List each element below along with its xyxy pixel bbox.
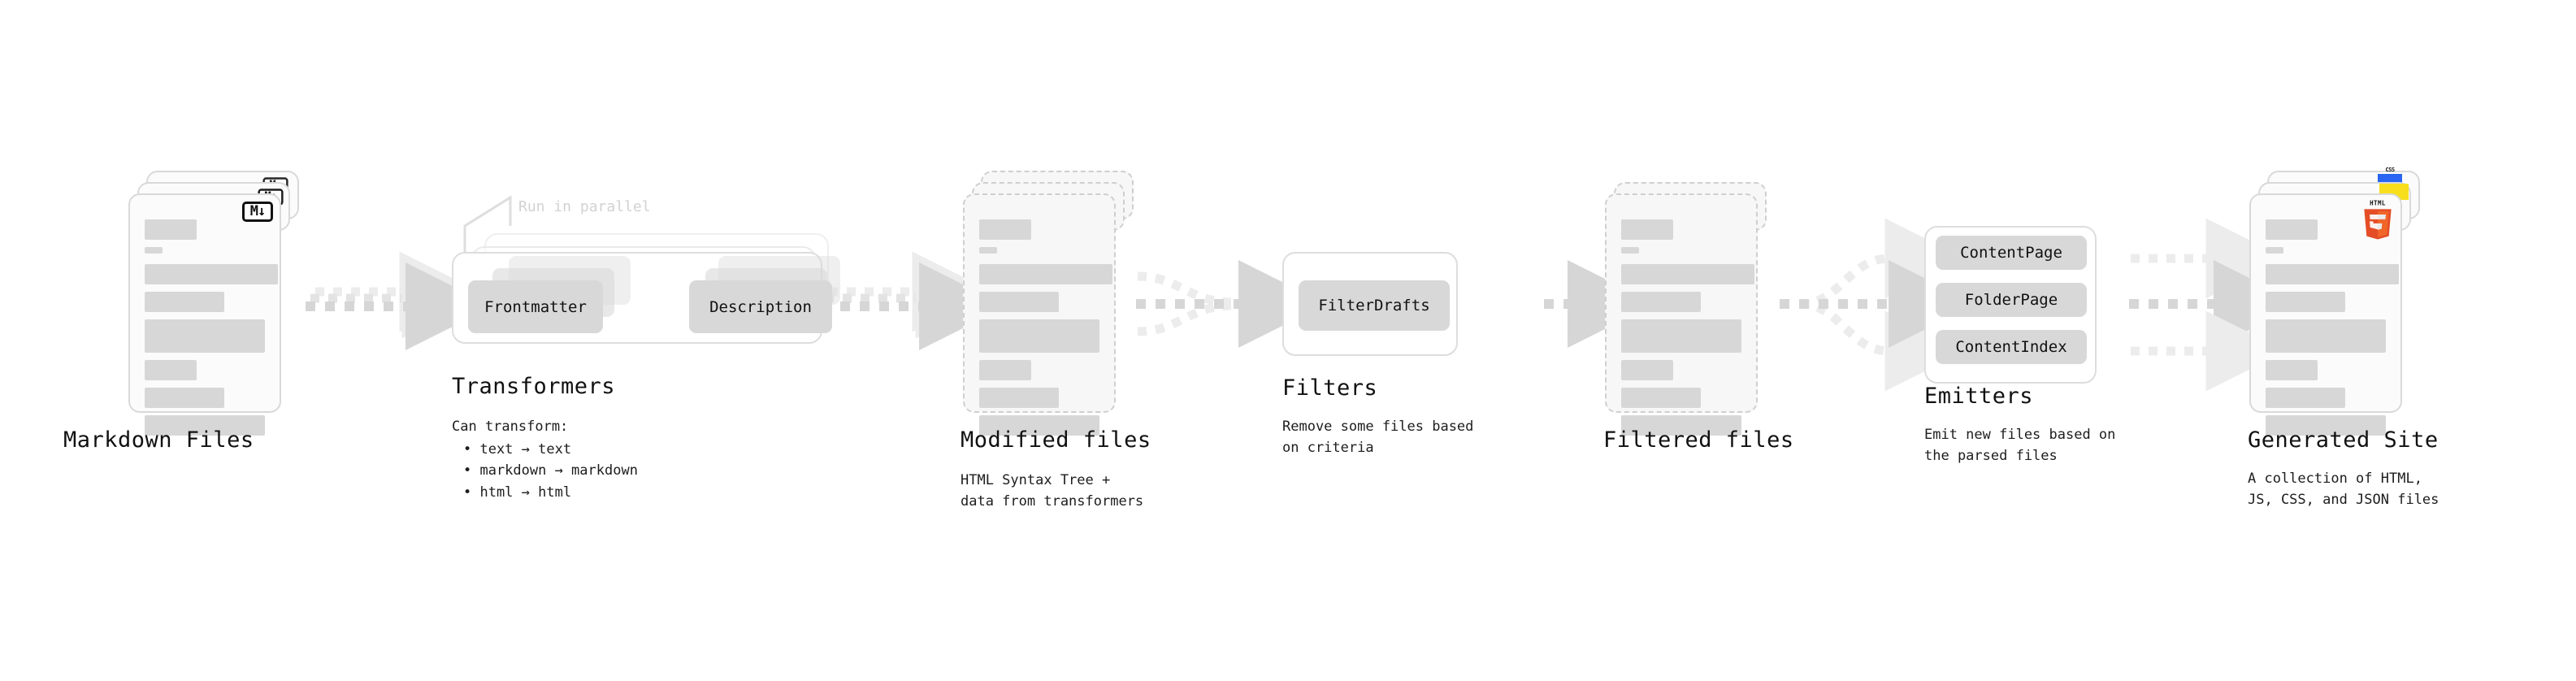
connector-markdown-to-transformers	[306, 251, 493, 350]
transformer-chip-description[interactable]: Description	[689, 280, 832, 333]
run-in-parallel-label: Run in parallel	[518, 198, 651, 215]
doc-placeholder-lines	[145, 219, 278, 443]
svg-text:HTML: HTML	[2370, 199, 2386, 206]
stage-modified-files: Modified files HTML Syntax Tree + data f…	[961, 171, 1151, 510]
markdown-icon: M↓	[242, 202, 273, 222]
stage-markdown-files: M↓ M↓ M↓ Markdown Files	[63, 171, 299, 453]
stage-title-filtered-files: Filtered files	[1603, 427, 1794, 453]
generated-file-front[interactable]: HTML	[2249, 193, 2402, 436]
connector-emitters-to-site	[2129, 218, 2301, 392]
doc-placeholder-lines	[979, 219, 1112, 443]
emitter-chip-folderpage[interactable]: FolderPage	[1936, 283, 2087, 317]
doc-placeholder-lines	[1621, 219, 1754, 443]
emitter-chip-contentpage[interactable]: ContentPage	[1936, 236, 2087, 270]
transformer-chip-frontmatter[interactable]: Frontmatter	[468, 280, 603, 333]
emitter-chip-contentindex[interactable]: ContentIndex	[1936, 330, 2087, 364]
generated-file-stack: CSS HTML	[2249, 167, 2420, 436]
stage-title-transformers: Transformers	[452, 374, 616, 399]
modified-file-stack	[963, 171, 1134, 436]
stage-title-generated-site: Generated Site	[2248, 427, 2439, 453]
filters-subtitle: Remove some files based on criteria	[1282, 419, 1474, 457]
connector-modified-to-filters	[1136, 260, 1326, 348]
list-item: • html → html	[463, 484, 572, 501]
css-icon: CSS	[2378, 167, 2402, 184]
emitters-subtitle: Emit new files based on the parsed files	[1924, 427, 2116, 465]
generated-site-subtitle: A collection of HTML, JS, CSS, and JSON …	[2248, 471, 2439, 509]
list-item: • markdown → markdown	[463, 462, 638, 479]
transformers-subtitle: Can transform:	[452, 419, 569, 435]
markdown-file-front[interactable]: M↓	[128, 193, 281, 436]
stage-title-markdown-files: Markdown Files	[63, 427, 254, 453]
markdown-file-stack: M↓ M↓ M↓	[128, 171, 299, 436]
modified-file-front[interactable]	[963, 193, 1116, 436]
list-item: • text → text	[463, 441, 572, 458]
stage-title-modified-files: Modified files	[961, 427, 1151, 453]
transformers-bullet-list: • text → text • markdown → markdown • ht…	[463, 439, 638, 503]
stage-title-emitters: Emitters	[1924, 384, 2034, 409]
html5-icon: HTML	[2364, 199, 2392, 240]
filtered-file-front[interactable]	[1605, 193, 1758, 436]
filter-chip-filterdrafts[interactable]: FilterDrafts	[1299, 280, 1450, 331]
filtered-file-stack	[1605, 182, 1776, 436]
stage-filtered-files: Filtered files	[1603, 182, 1793, 453]
doc-placeholder-lines	[2266, 219, 2399, 443]
stage-generated-site: CSS HTML	[2248, 167, 2439, 509]
stage-title-filters: Filters	[1282, 375, 1378, 401]
modified-files-subtitle: HTML Syntax Tree + data from transformer…	[961, 472, 1144, 510]
connector-filtered-to-emitters	[1780, 218, 1976, 392]
